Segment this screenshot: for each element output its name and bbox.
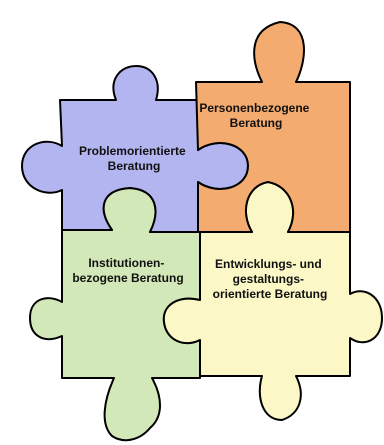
- puzzle-piece-personen: [195, 21, 351, 233]
- label-personen: Personenbezogene Beratung: [199, 101, 312, 130]
- puzzle-piece-problem: [21, 65, 249, 233]
- label-entwicklung: Entwicklungs- und gestaltungs- orientier…: [213, 257, 328, 301]
- label-problem: Problemorientierte Beratung: [79, 144, 189, 173]
- label-institution: Institutionen- bezogene Beratung: [72, 256, 183, 285]
